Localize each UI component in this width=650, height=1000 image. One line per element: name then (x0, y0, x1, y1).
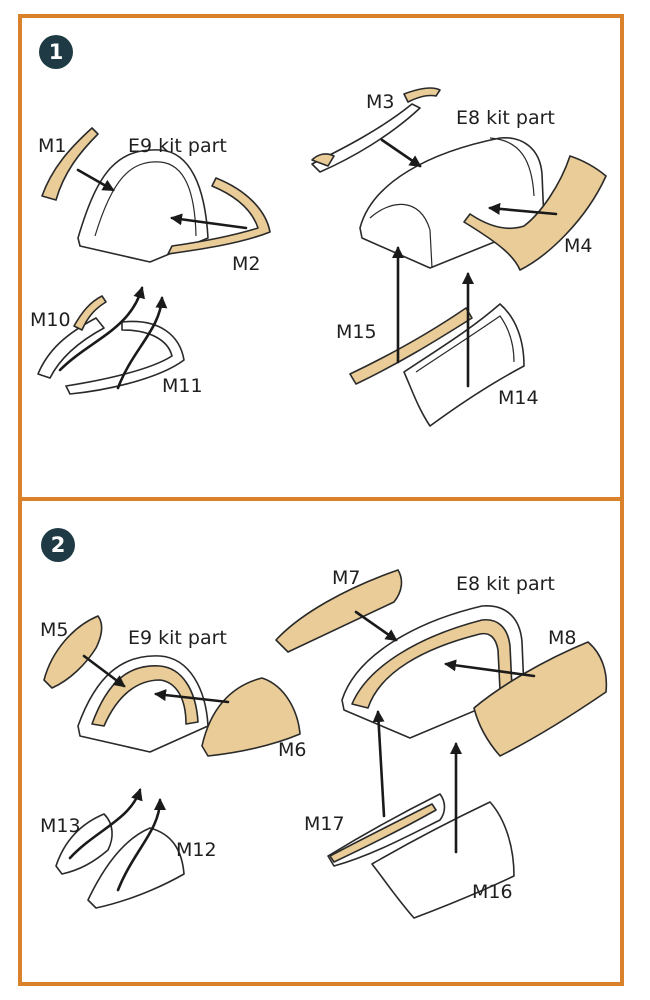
m14-part (403, 303, 525, 427)
step-2-badge (41, 528, 75, 562)
m2-label: M2 (232, 253, 260, 275)
m8-label: M8 (548, 627, 576, 649)
m11-label: M11 (162, 375, 203, 397)
m3-mask-strip (403, 87, 441, 103)
m17-label: M17 (304, 813, 345, 835)
m10-arrow (58, 286, 146, 372)
m10-mask-strip (73, 295, 107, 331)
m13-label: M13 (40, 815, 81, 837)
m3-part (311, 103, 421, 173)
m15-mask (349, 307, 473, 385)
step-1-number: 1 (49, 40, 64, 64)
m4-mask (463, 155, 607, 271)
m12-part (87, 827, 185, 909)
step-2-number: 2 (51, 533, 66, 557)
m4-arrow (488, 202, 558, 216)
m14-inner-line (415, 315, 515, 373)
step-1-e8-kit-part-label: E8 kit part (456, 107, 555, 129)
step-2-e9-kit-part-label: E9 kit part (128, 627, 227, 649)
m3-arrow (380, 138, 422, 168)
m8-arrow (444, 659, 536, 678)
e8-canopy-rear-line (489, 137, 535, 197)
m17-arrow (372, 710, 386, 818)
m12-label: M12 (176, 839, 217, 861)
m10-label: M10 (30, 309, 71, 331)
m7-arrow (354, 610, 398, 642)
step-2-panel: 2 E9 kit part M5 M6 M13 M12 E8 kit part … (40, 528, 608, 919)
m2-mask (167, 177, 271, 255)
m1-mask (41, 127, 99, 201)
step-1-badge (39, 35, 73, 69)
m16-label: M16 (472, 881, 513, 903)
m11-arrow (116, 296, 168, 390)
m1-label: M1 (38, 135, 66, 157)
step-1-panel: 1 E9 kit part M1 M2 M10 M11 E8 kit part … (30, 35, 607, 427)
m7-mask (275, 569, 403, 653)
m10-part (37, 317, 105, 379)
m13-arrow (68, 788, 143, 860)
m1-arrow (76, 168, 115, 192)
m17-mask-strip (329, 803, 437, 863)
m5-label: M5 (40, 619, 68, 641)
e9-windscreen-frame-line (94, 161, 197, 237)
m5-mask (43, 615, 103, 689)
m6-label: M6 (278, 739, 306, 761)
m8-mask (473, 641, 608, 757)
m3-mask-tip (311, 153, 335, 167)
m6-arrow (154, 689, 230, 704)
m12-arrow (116, 798, 166, 892)
e8-canopy-front-line (369, 203, 433, 269)
m6-mask (201, 677, 301, 757)
m11-part (65, 320, 185, 395)
m14-label: M14 (498, 387, 539, 409)
m5-arrow (82, 654, 126, 688)
m15-label: M15 (336, 321, 377, 343)
m2-arrow (170, 213, 248, 230)
m7-label: M7 (332, 567, 360, 589)
m3-label: M3 (366, 91, 394, 113)
e9-windscreen-part (77, 149, 209, 263)
m16-part (371, 801, 515, 919)
m4-label: M4 (564, 235, 592, 257)
step-2-e8-kit-part-label: E8 kit part (456, 573, 555, 595)
step-1-e9-kit-part-label: E9 kit part (128, 135, 227, 157)
